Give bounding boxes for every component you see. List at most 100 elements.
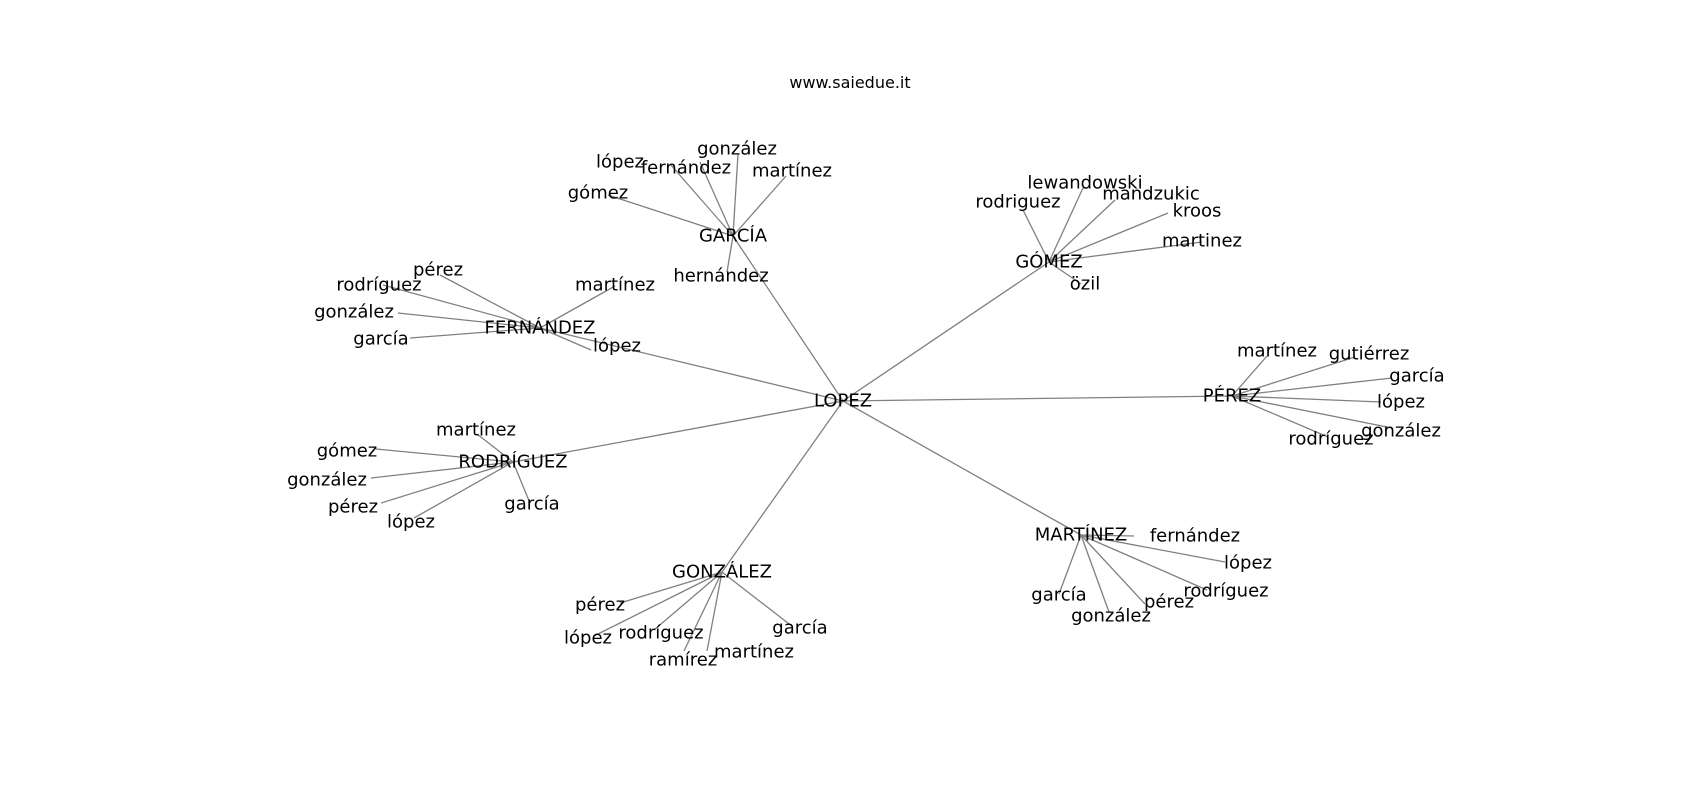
leaf-node-rodriguez-martinez: martínez bbox=[436, 420, 516, 441]
edge-gomez-kroos bbox=[1048, 212, 1169, 263]
edge-fernandez-garcia bbox=[409, 327, 541, 339]
edge-perez-garcia bbox=[1231, 377, 1393, 397]
edge-gomez-lewandowski bbox=[1048, 187, 1084, 263]
leaf-node-perez-gonzalez: gonzález bbox=[1361, 421, 1441, 442]
edge-rodriguez-lopez bbox=[413, 461, 514, 519]
graph-title: www.saiedue.it bbox=[789, 73, 910, 92]
edge-martinez-garcia bbox=[1058, 534, 1082, 595]
leaf-node-perez-garcia: garcía bbox=[1389, 366, 1444, 387]
leaf-node-garcia-hernandez: hernández bbox=[673, 266, 768, 287]
leaf-node-gomez-kroos: kroos bbox=[1173, 201, 1222, 222]
edge-perez-rodriguez bbox=[1231, 395, 1329, 438]
edge-perez-lopez bbox=[1231, 395, 1382, 403]
hub-node-gomez: GÓMEZ bbox=[1015, 251, 1082, 273]
leaf-node-fernandez-gonzalez: gonzález bbox=[314, 302, 394, 323]
leaf-node-perez-lopez: lópez bbox=[1377, 392, 1425, 413]
leaf-node-gomez-lewandowski: lewandowski bbox=[1027, 173, 1142, 194]
leaf-node-rodriguez-garcia: garcía bbox=[504, 494, 559, 515]
leaf-node-gomez-ozil: özil bbox=[1070, 274, 1100, 295]
edge-martinez-lopez bbox=[1080, 534, 1226, 563]
edge-root-gonzalez bbox=[721, 400, 844, 573]
leaf-node-martinez-perez: pérez bbox=[1144, 592, 1194, 613]
edge-martinez-fernandez bbox=[1080, 534, 1135, 537]
edge-garcia-lopez bbox=[669, 163, 734, 237]
leaf-node-perez-gutierrez: gutiérrez bbox=[1329, 344, 1410, 365]
edge-fernandez-rodriguez bbox=[382, 284, 541, 329]
edge-gomez-ozil bbox=[1048, 261, 1082, 285]
hub-node-rodriguez: RODRÍGUEZ bbox=[458, 451, 567, 473]
edge-rodriguez-gomez bbox=[375, 448, 514, 463]
edge-gonzalez-rodriguez bbox=[653, 571, 723, 631]
edge-gonzalez-martinez bbox=[706, 571, 723, 652]
edge-garcia-martinez bbox=[732, 175, 787, 237]
leaf-node-perez-martinez: martínez bbox=[1237, 341, 1317, 362]
edge-rodriguez-gonzalez bbox=[370, 461, 514, 479]
edge-gonzalez-lopez bbox=[593, 571, 723, 637]
hub-node-perez: PÉREZ bbox=[1203, 385, 1261, 407]
edge-gonzalez-ramirez bbox=[683, 571, 723, 652]
leaf-node-martinez-garcia: garcía bbox=[1031, 585, 1086, 606]
edge-perez-gonzalez bbox=[1231, 395, 1393, 429]
edge-gomez-martinez bbox=[1048, 241, 1203, 263]
hub-node-fernandez: FERNÁNDEZ bbox=[484, 317, 595, 339]
leaf-node-fernandez-lopez: lópez bbox=[593, 336, 641, 357]
leaf-node-rodriguez-gomez: gómez bbox=[317, 441, 378, 462]
edge-fernandez-gonzalez bbox=[397, 312, 541, 329]
hub-node-garcia: GARCÍA bbox=[699, 225, 768, 247]
leaf-node-gonzalez-martinez: martínez bbox=[714, 642, 794, 663]
leaf-node-garcia-lopez: lópez bbox=[596, 152, 644, 173]
leaf-node-martinez-fernandez: fernández bbox=[1150, 526, 1240, 547]
leaf-node-gomez-mandzukic: mandzukic bbox=[1102, 184, 1200, 205]
leaf-node-rodriguez-lopez: lópez bbox=[387, 512, 435, 533]
hub-node-martinez: MARTÍNEZ bbox=[1035, 524, 1128, 546]
leaf-node-rodriguez-perez: pérez bbox=[328, 497, 378, 518]
edge-fernandez-perez bbox=[439, 274, 541, 329]
leaf-node-rodriguez-gonzalez: gonzález bbox=[287, 470, 367, 491]
edge-perez-martinez bbox=[1231, 355, 1268, 397]
leaf-node-garcia-gonzalez: gonzález bbox=[697, 139, 777, 160]
edge-garcia-gomez bbox=[607, 194, 734, 237]
edge-martinez-perez bbox=[1080, 534, 1146, 605]
edge-root-fernandez bbox=[539, 327, 844, 402]
edge-gonzalez-perez bbox=[619, 571, 723, 604]
edge-root-perez bbox=[842, 395, 1233, 402]
leaf-node-martinez-lopez: lópez bbox=[1224, 553, 1272, 574]
leaf-node-fernandez-garcia: garcía bbox=[353, 329, 408, 350]
leaf-node-gonzalez-garcia: garcía bbox=[772, 618, 827, 639]
edge-rodriguez-garcia bbox=[512, 461, 531, 504]
edge-fernandez-lopez bbox=[539, 327, 592, 351]
leaf-node-gonzalez-perez: pérez bbox=[575, 595, 625, 616]
leaf-node-garcia-gomez: gómez bbox=[568, 183, 629, 204]
leaf-node-garcia-fernandez: fernández bbox=[641, 158, 731, 179]
leaf-node-fernandez-perez: pérez bbox=[413, 260, 463, 281]
leaf-node-fernandez-martinez: martínez bbox=[575, 275, 655, 296]
edge-garcia-fernandez bbox=[699, 161, 734, 237]
leaf-node-martinez-gonzalez: gonzález bbox=[1071, 606, 1151, 627]
edge-root-gomez bbox=[842, 261, 1050, 402]
leaf-node-gomez-martinez: martinez bbox=[1162, 231, 1242, 252]
graph-edges bbox=[370, 153, 1393, 652]
edge-root-martinez bbox=[842, 400, 1082, 536]
edge-gomez-rodriguez bbox=[1022, 209, 1050, 263]
edge-root-rodriguez bbox=[512, 400, 844, 463]
edge-fernandez-martinez bbox=[539, 285, 616, 329]
leaf-node-fernandez-rodriguez: rodríguez bbox=[336, 275, 421, 296]
leaf-node-garcia-martinez: martínez bbox=[752, 161, 832, 182]
leaf-node-gonzalez-rodriguez: rodríguez bbox=[618, 623, 703, 644]
graph-node-labels: lópezfernándezgonzálezmartínezgómezherná… bbox=[287, 139, 1445, 671]
edge-garcia-hernandez bbox=[726, 235, 734, 273]
edge-garcia-gonzalez bbox=[732, 153, 739, 237]
edge-rodriguez-martinez bbox=[476, 433, 514, 463]
edge-gomez-mandzukic bbox=[1048, 199, 1116, 263]
root-node-lopez: LOPEZ bbox=[814, 391, 872, 412]
edge-root-garcia bbox=[732, 235, 844, 402]
leaf-node-gonzalez-lopez: lópez bbox=[564, 628, 612, 649]
edge-martinez-gonzalez bbox=[1080, 534, 1110, 613]
leaf-node-gomez-rodriguez: rodriguez bbox=[975, 192, 1060, 213]
leaf-node-perez-rodriguez: rodríguez bbox=[1288, 429, 1373, 450]
edge-martinez-rodriguez bbox=[1080, 534, 1208, 591]
edge-perez-gutierrez bbox=[1231, 356, 1356, 397]
hub-node-gonzalez: GONZÁLEZ bbox=[672, 561, 772, 583]
leaf-node-martinez-rodriguez: rodríguez bbox=[1183, 581, 1268, 602]
